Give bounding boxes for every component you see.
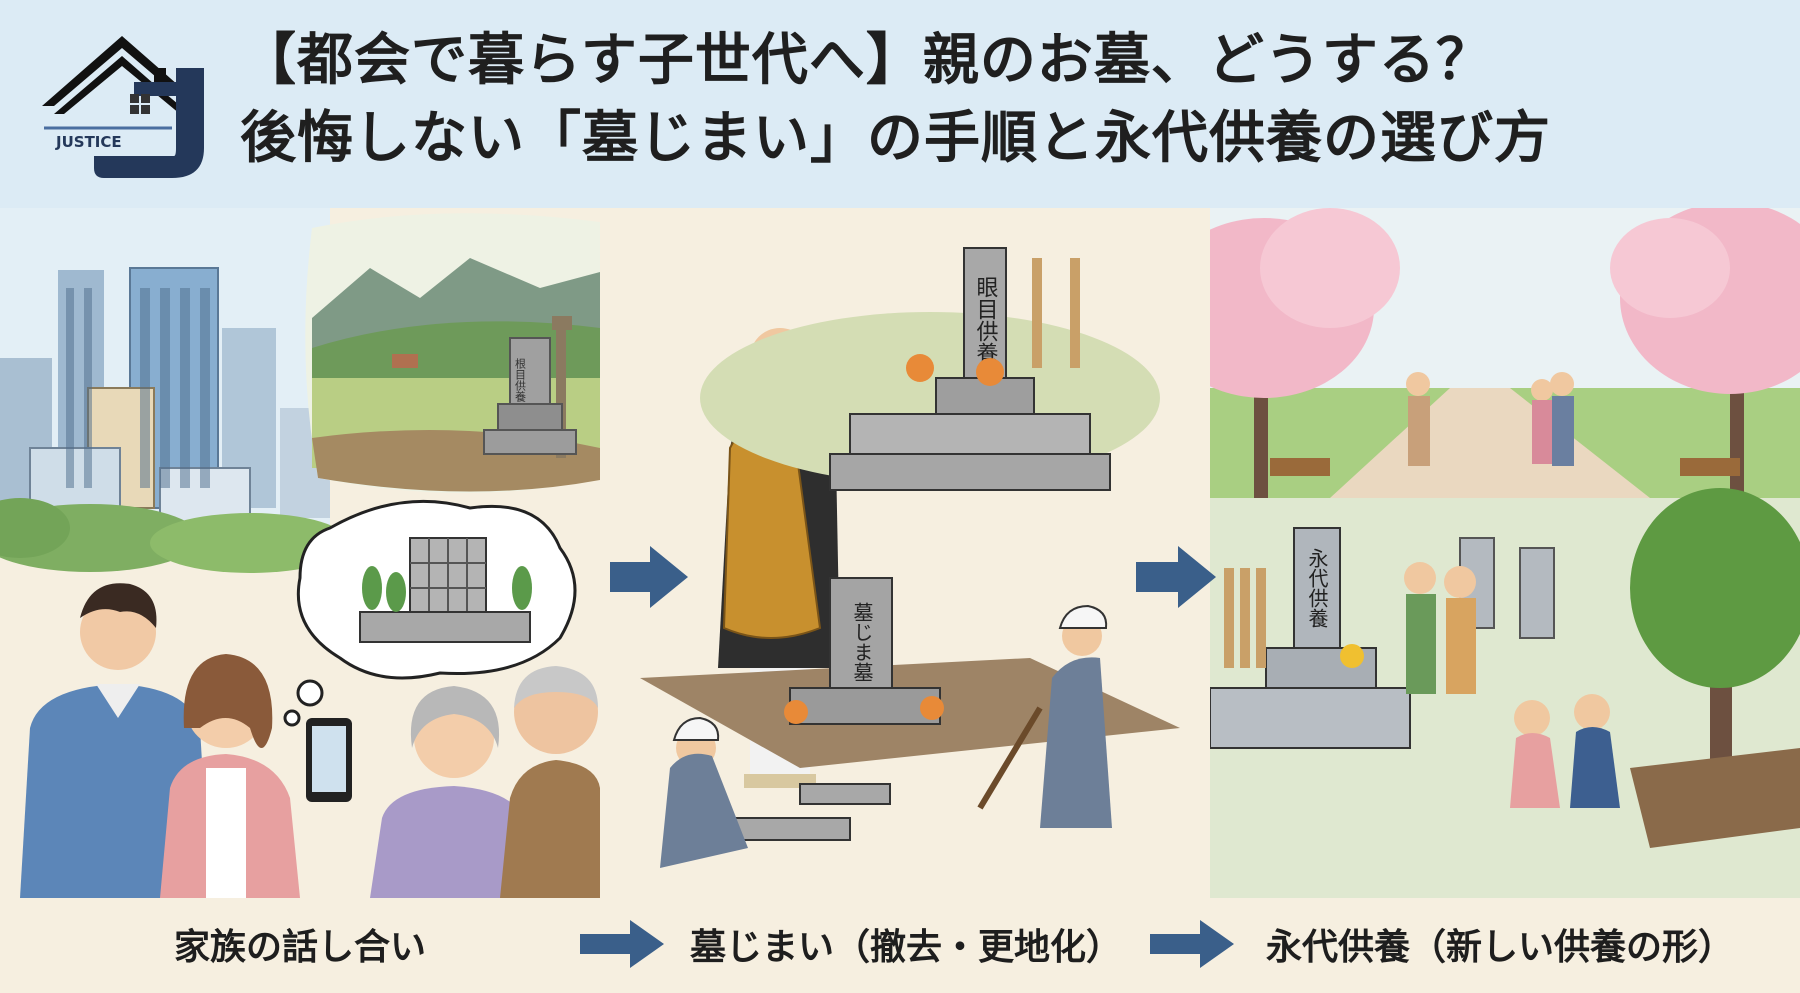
worker-kneeling: [660, 716, 748, 868]
closing-grave-inscription: 墓じま墓: [850, 602, 874, 682]
caption-step-1: 家族の話し合い: [174, 927, 427, 968]
city-skyline: [0, 267, 350, 573]
header-banner: [0, 0, 1800, 208]
praying-family: [1404, 562, 1620, 808]
cherry-blossom-trees: [1210, 208, 1800, 498]
scene-grave-closing: 眼目供養 墓じま墓: [600, 208, 1210, 898]
memorial-tree: [1630, 488, 1800, 848]
title-line-2: 後悔しない「墓じまい」の手順と永代供養の選び方: [240, 106, 1551, 171]
arrow-right-icon: [1136, 546, 1216, 608]
worker-digging: [977, 604, 1112, 828]
rural-grave-vignette: 根目供養: [305, 213, 600, 493]
rural-grave-inscription: 根目供養: [514, 357, 527, 403]
title-line-1: 【都会で暮らす子世代へ】親のお墓、どうする？: [240, 28, 1493, 93]
caption-step-3: 永代供養（新しい供養の形）: [1266, 927, 1735, 968]
caption-bar: [0, 898, 1800, 993]
arrow-right-icon: [1150, 920, 1234, 968]
young-couple: [20, 583, 352, 898]
caption-step-2: 墓じまい（撤去・更地化）: [690, 927, 1123, 968]
logo-text: JUSTICE: [55, 133, 122, 151]
grave-removal-site: 墓じま墓: [640, 577, 1180, 841]
kaigen-grave-inscription: 眼目供養: [973, 276, 999, 364]
justice-house-logo-icon: JUSTICE: [34, 28, 210, 184]
thought-bubble: [283, 499, 577, 727]
elderly-parents: [370, 666, 600, 898]
park-visitors: [1270, 372, 1740, 476]
scene-family-discussion: 根目供養: [0, 208, 600, 898]
kaigen-grave: 眼目供養: [700, 247, 1160, 491]
eitai-grave-inscription: 永代供養: [1305, 548, 1329, 628]
arrow-right-icon: [610, 546, 688, 608]
arrow-right-icon: [580, 920, 664, 968]
scene-eitai-kuyou: 永代供養: [1210, 208, 1800, 898]
page-title: 【都会で暮らす子世代へ】親のお墓、どうする？ 後悔しない「墓じまい」の手順と永代…: [240, 22, 1780, 178]
